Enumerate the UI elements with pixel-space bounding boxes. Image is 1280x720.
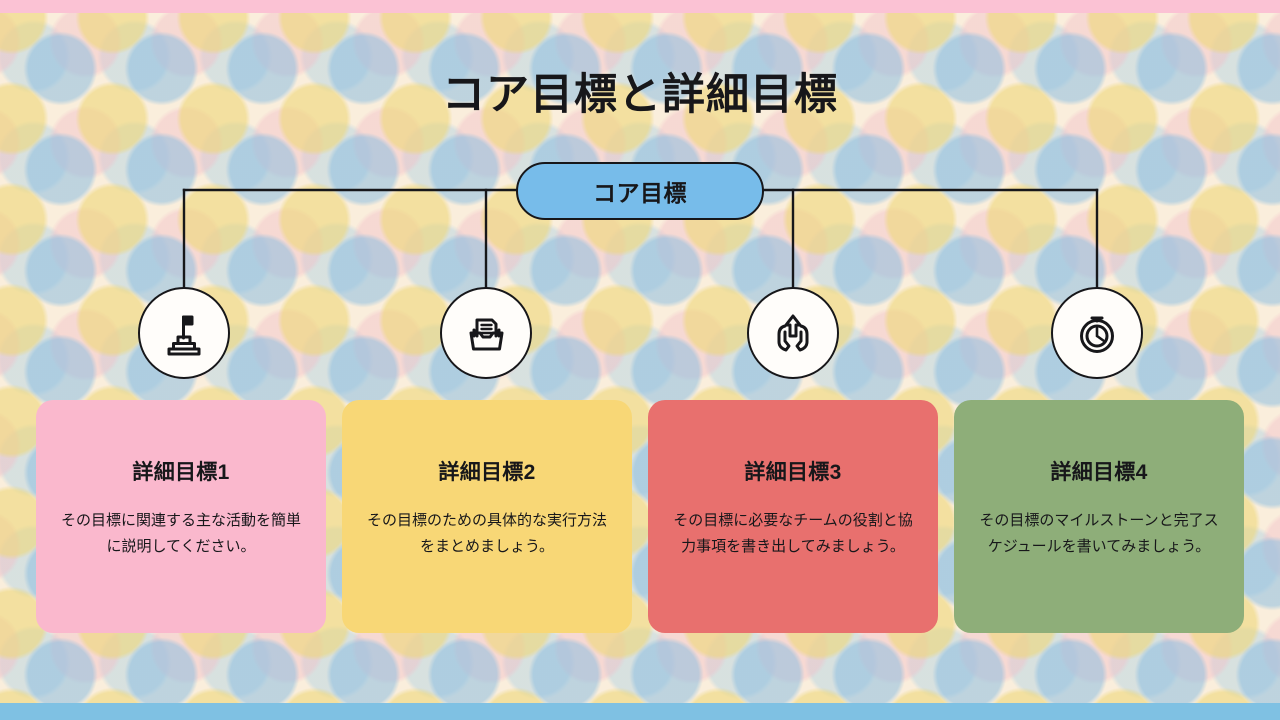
page-title: コア目標と詳細目標 [442,71,838,119]
card-title-3: 詳細目標3 [744,461,842,484]
core-goal-label: コア目標 [593,180,687,206]
detail-goal-card-1[interactable]: 詳細目標1 その目標に関連する主な活動を簡単に説明してください。 [36,400,326,633]
card-body-3: その目標に必要なチームの役割と協力事項を書き出してみましょう。 [673,512,913,555]
detail-goal-card-3[interactable]: 詳細目標3 その目標に必要なチームの役割と協力事項を書き出してみましょう。 [648,400,938,633]
card-body-2: その目標のための具体的な実行方法をまとめましょう。 [366,512,607,555]
icon-badge-2[interactable] [440,287,532,379]
icon-badge-1[interactable] [138,287,230,379]
icon-badge-4[interactable] [1051,287,1143,379]
core-goal-node[interactable]: コア目標 [516,162,764,220]
detail-goal-card-list: 詳細目標1 その目標に関連する主な活動を簡単に説明してください。 詳細目標2 そ… [36,400,1244,633]
flag-podium-icon [159,308,209,358]
card-body-1: その目標に関連する主な活動を簡単に説明してください。 [60,512,301,555]
icon-badge-3[interactable] [747,287,839,379]
detail-goal-card-4[interactable]: 詳細目標4 その目標のマイルストーンと完了スケジュールを書いてみましょう。 [954,400,1244,633]
card-body-4: その目標のマイルストーンと完了スケジュールを書いてみましょう。 [979,512,1219,555]
stopwatch-icon [1072,308,1122,358]
document-tray-icon [461,308,511,358]
card-title-2: 詳細目標2 [438,461,536,484]
top-accent-bar [0,0,1280,13]
bottom-accent-bar [0,703,1280,720]
hands-arrow-up-icon [768,308,818,358]
detail-goal-card-2[interactable]: 詳細目標2 その目標のための具体的な実行方法をまとめましょう。 [342,400,632,633]
card-title-1: 詳細目標1 [132,461,230,484]
card-title-4: 詳細目標4 [1050,461,1148,484]
